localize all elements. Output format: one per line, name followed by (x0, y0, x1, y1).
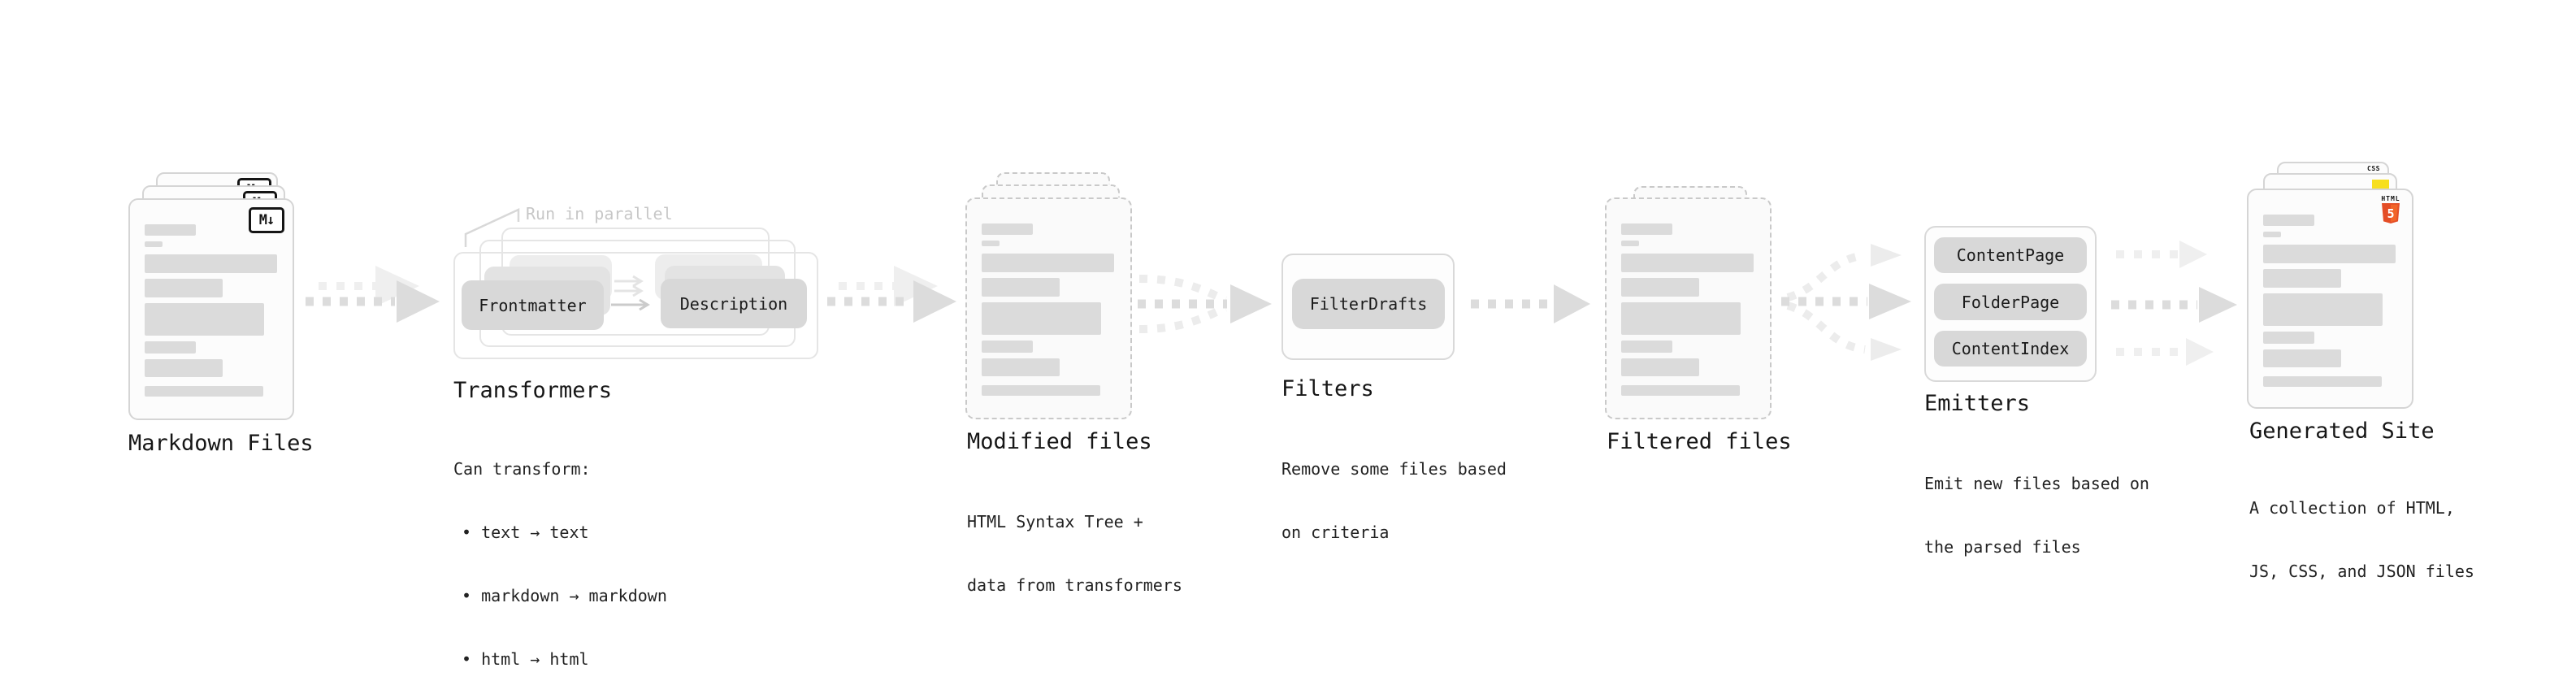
emitters-desc-line: the parsed files (1924, 537, 2081, 557)
skeleton-bar (982, 254, 1114, 272)
skeleton-bar (1621, 358, 1699, 376)
html5-icon-label: HTML (2381, 195, 2400, 202)
arrow-filtered-to-emitters (1781, 244, 1911, 361)
arrow-emitters-to-generated (2111, 241, 2237, 366)
skeleton-bar (145, 341, 196, 354)
stage-label-markdown-files: Markdown Files (128, 431, 314, 456)
transformers-bullet: • html → html (462, 649, 589, 669)
stage-label-emitters: Emitters (1924, 391, 2031, 416)
css-icon-label: CSS (2367, 165, 2380, 172)
frontmatter-node: Frontmatter (462, 280, 604, 330)
generated-html-card: HTML 5 (2247, 189, 2413, 409)
skeleton-bar (982, 241, 1000, 246)
filters-desc-line: Remove some files based (1281, 459, 1507, 479)
skeleton-bar (982, 278, 1060, 297)
markdown-file-card: M↓ (128, 198, 294, 420)
skeleton-bar (982, 340, 1033, 353)
skeleton-bar (982, 302, 1101, 335)
filters-description: Remove some files based on criteria (1281, 416, 1507, 585)
stage-label-filters: Filters (1281, 376, 1374, 401)
skeleton-bar (982, 358, 1060, 376)
skeleton-bar (145, 386, 263, 397)
skeleton-bar (982, 223, 1033, 235)
emitters-desc-line: Emit new files based on (1924, 474, 2149, 493)
skeleton-bar (2263, 349, 2341, 367)
modified-files-description: HTML Syntax Tree + data from transformer… (967, 469, 1182, 638)
skeleton-bar (145, 224, 196, 236)
stage-label-filtered-files: Filtered files (1607, 429, 1792, 454)
transformers-desc-title: Can transform: (453, 459, 591, 479)
emitters-description: Emit new files based on the parsed files (1924, 431, 2149, 600)
transformers-bullet: • text → text (462, 523, 589, 542)
skeleton-bar (1621, 302, 1741, 335)
markdown-icon: M↓ (249, 207, 284, 233)
skeleton-bar (2263, 245, 2396, 263)
skeleton-bar (145, 303, 264, 336)
generated-site-desc-line: A collection of HTML, (2249, 498, 2455, 518)
filters-desc-line: on criteria (1281, 523, 1390, 542)
skeleton-bar (1621, 254, 1754, 272)
html5-shield: 5 (2382, 203, 2400, 223)
transformers-bullet: • markdown → markdown (462, 586, 667, 605)
arrow-markdown-to-transformers (306, 266, 440, 323)
filtered-file-card (1605, 197, 1772, 419)
modified-files-desc-line: HTML Syntax Tree + (967, 512, 1143, 531)
run-in-parallel-note: Run in parallel (526, 204, 673, 223)
arrow-transformers-to-modified (827, 266, 956, 323)
skeleton-bar (2263, 376, 2382, 387)
skeleton-bar (1621, 223, 1672, 235)
contentindex-node: ContentIndex (1934, 331, 2087, 367)
skeleton-bar (1621, 340, 1672, 353)
javascript-icon (2372, 180, 2389, 189)
skeleton-bar (2263, 269, 2341, 288)
modified-files-desc-line: data from transformers (967, 575, 1182, 595)
skeleton-bar (145, 359, 223, 377)
arrow-modified-to-filters (1138, 275, 1272, 333)
skeleton-bar (145, 254, 277, 273)
transformer-box-front (453, 252, 818, 359)
svg-text:5: 5 (2387, 206, 2394, 221)
skeleton-bar (2263, 332, 2314, 344)
skeleton-bar (1621, 278, 1699, 297)
skeleton-bar (2263, 232, 2281, 237)
folderpage-node: FolderPage (1934, 284, 2087, 320)
stage-label-modified-files: Modified files (967, 429, 1152, 454)
transformers-description: Can transform: • text → text • markdown … (453, 416, 667, 681)
generated-site-desc-line: JS, CSS, and JSON files (2249, 562, 2474, 581)
skeleton-bar (1621, 385, 1740, 396)
skeleton-bar (145, 241, 163, 247)
skeleton-bar (1621, 241, 1639, 246)
generated-site-description: A collection of HTML, JS, CSS, and JSON … (2249, 455, 2474, 624)
arrow-filters-to-filtered (1471, 284, 1590, 323)
stage-label-transformers: Transformers (453, 378, 613, 403)
description-node: Description (661, 279, 807, 328)
skeleton-bar (982, 385, 1100, 396)
skeleton-bar (2263, 215, 2314, 226)
html5-icon: HTML 5 (2380, 195, 2401, 223)
filterdrafts-node: FilterDrafts (1292, 279, 1445, 329)
modified-file-card (965, 197, 1132, 419)
skeleton-bar (2263, 293, 2383, 326)
stage-label-generated-site: Generated Site (2249, 419, 2435, 444)
skeleton-bar (145, 279, 223, 297)
contentpage-node: ContentPage (1934, 237, 2087, 273)
